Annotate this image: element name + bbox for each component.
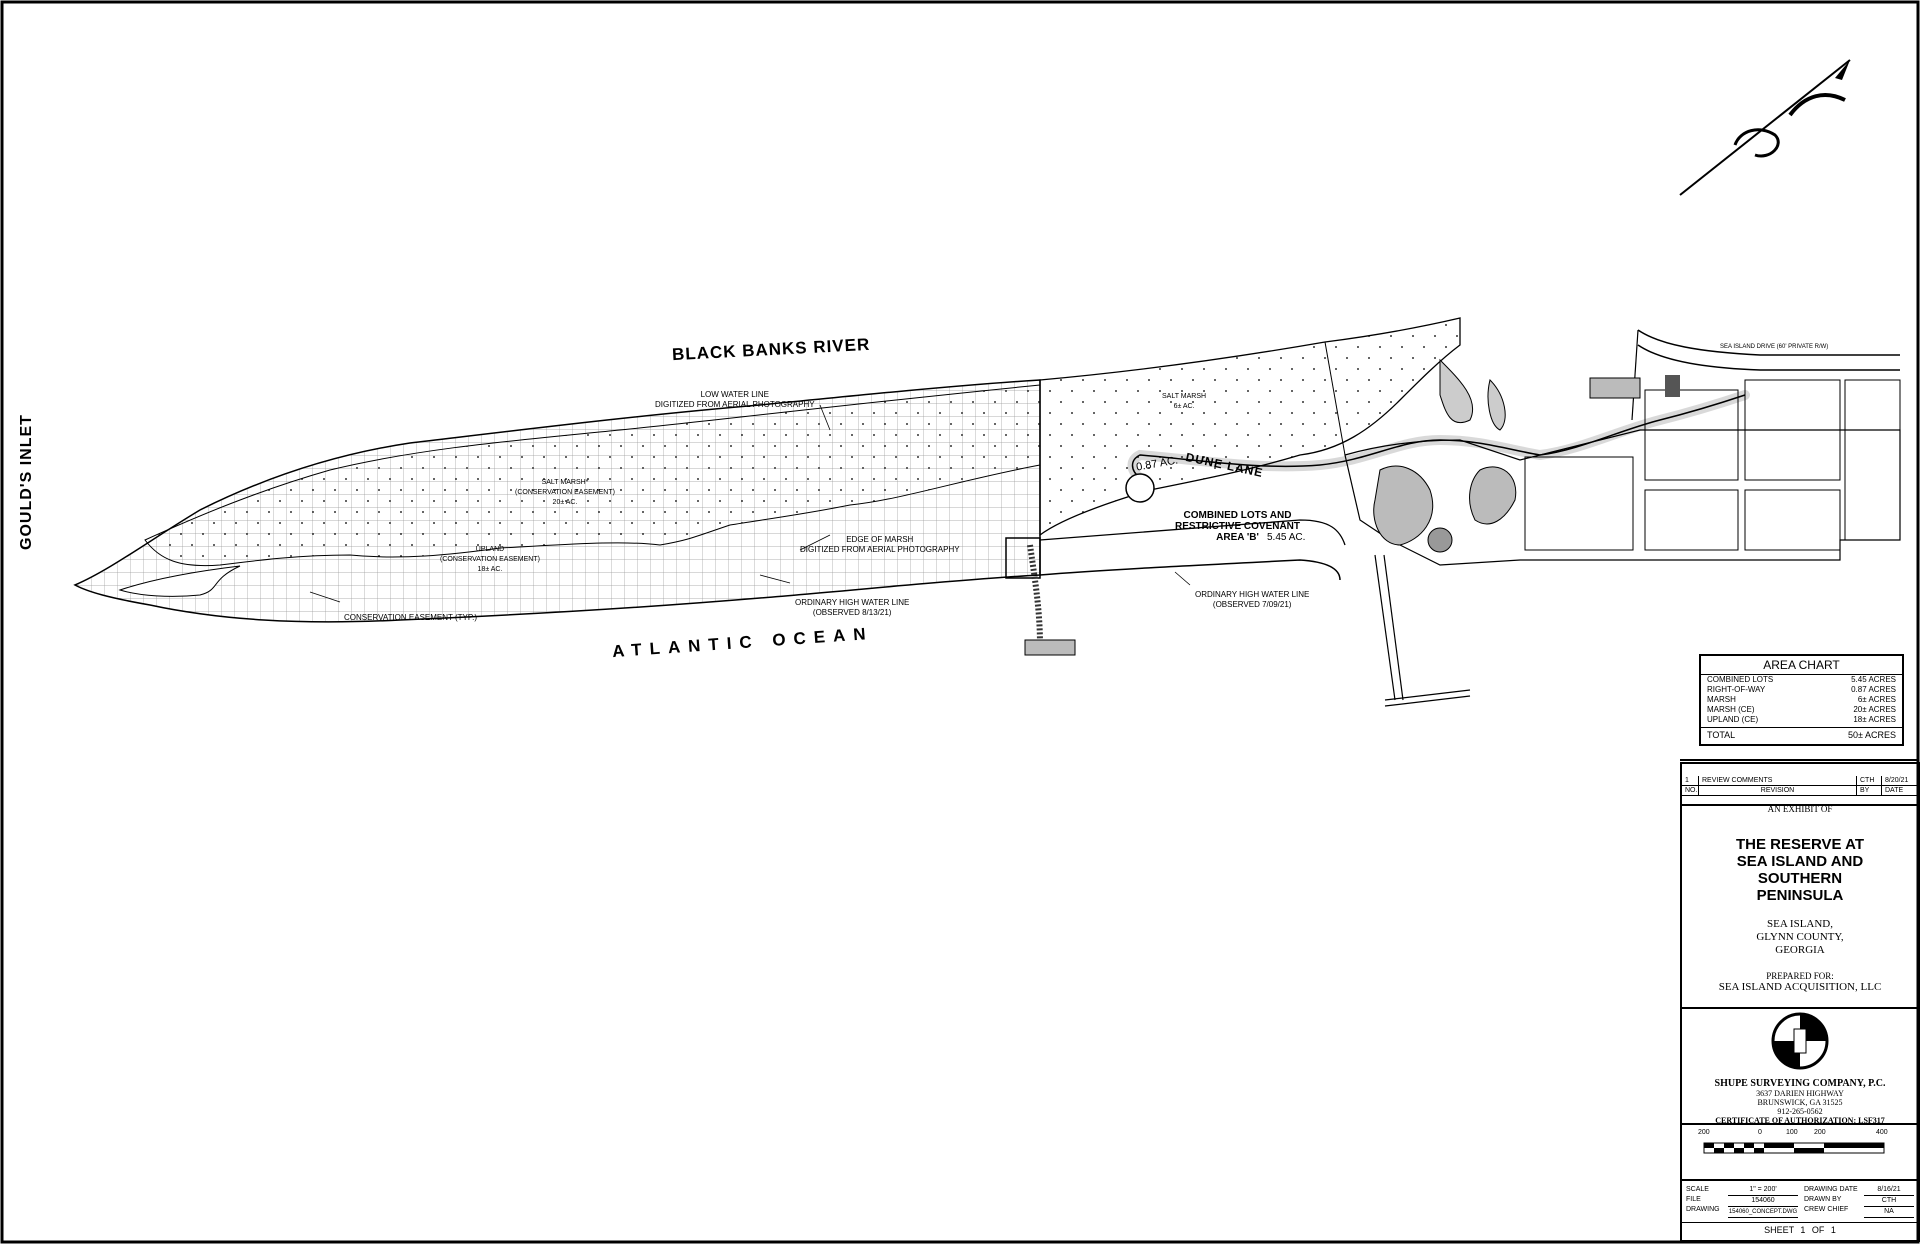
ohw-label-2: ORDINARY HIGH WATER LINE (OBSERVED 7/09/… xyxy=(1195,590,1310,609)
project-location: SEA ISLAND, GLYNN COUNTY, GEORGIA xyxy=(1756,918,1844,956)
revision-h-date: DATE xyxy=(1885,787,1904,794)
area-chart-row: MARSH 6± ACRES xyxy=(1701,695,1902,705)
scale-tick-label: 200 xyxy=(1698,1129,1710,1136)
title-block: AN EXHIBIT OF THE RESERVE AT SEA ISLAND … xyxy=(1680,802,1920,1009)
revision-h-rev: REVISION xyxy=(1699,786,1857,795)
area-row-value: 6± xyxy=(1857,695,1867,704)
salt-marsh-label: SALT MARSH 6± AC. xyxy=(1162,393,1207,410)
area-row-value-wrap: 5.45 ACRES xyxy=(1851,675,1896,685)
project-title: THE RESERVE AT SEA ISLAND AND SOUTHERN P… xyxy=(1735,836,1865,904)
area-total-value: 50± xyxy=(1848,730,1863,740)
edge-marsh-label: EDGE OF MARSH DIGITIZED FROM AERIAL PHOT… xyxy=(800,535,960,554)
area-row-value-wrap: 6± ACRES xyxy=(1858,695,1896,705)
firm-block: SHUPE SURVEYING COMPANY, P.C. 3637 DARIE… xyxy=(1680,1007,1920,1125)
revision-h-by: BY xyxy=(1857,786,1882,795)
area-row-name: COMBINED LOTS xyxy=(1707,675,1774,684)
area-chart-row: COMBINED LOTS 5.45 ACRES xyxy=(1701,675,1902,685)
marsh-ce-area xyxy=(144,384,1041,567)
scale-ticks: 200 0 100 200 400 xyxy=(1682,1129,1918,1141)
revision-date: 8/20/21 xyxy=(1885,777,1909,784)
upland-ce-label: UPLAND (CONSERVATION EASEMENT) 18± AC. xyxy=(440,546,540,573)
area-row-value: 20± xyxy=(1853,705,1867,714)
revision-block: 1 REVIEW COMMENTS CTH 8/20/21 NO. REVISI… xyxy=(1680,762,1920,806)
ohw-label-1: ORDINARY HIGH WATER LINE (OBSERVED 8/13/… xyxy=(795,598,910,617)
firm-certificate: CERTIFICATE OF AUTHORIZATION: LSF317 xyxy=(1715,1116,1885,1125)
ordinary-high-water-line xyxy=(1039,559,1341,581)
drawn-value: CTH xyxy=(1864,1196,1914,1207)
revision-by: CTH xyxy=(1857,776,1882,785)
scale-value: 1" = 200' xyxy=(1728,1185,1798,1196)
firm-logo-icon xyxy=(1771,1012,1829,1070)
scale-tick-label: 200 xyxy=(1814,1129,1826,1136)
scale-tick-label: 100 xyxy=(1786,1129,1798,1136)
north-arrow-icon xyxy=(1679,59,1851,196)
revision-h-no: NO. xyxy=(1682,786,1699,795)
sheet-number: SHEET 1 OF 1 xyxy=(1682,1222,1918,1235)
area-total: TOTAL 50± ACRES xyxy=(1701,727,1902,742)
combined-lots-acres: 5.45 AC. xyxy=(1267,532,1306,543)
firm-name: SHUPE SURVEYING COMPANY, P.C. xyxy=(1714,1078,1886,1089)
drawing-label: DRAWING xyxy=(1686,1206,1720,1213)
pier xyxy=(1027,544,1043,646)
file-value: 154060 xyxy=(1728,1196,1798,1207)
area-row-name: UPLAND (CE) xyxy=(1707,715,1759,724)
revision-desc: REVIEW COMMENTS xyxy=(1699,776,1857,785)
scale-bar-block: 200 0 100 200 400 xyxy=(1680,1123,1920,1181)
low-water-label: LOW WATER LINE DIGITIZED FROM AERIAL PHO… xyxy=(655,390,815,409)
area-chart-row: MARSH (CE) 20± ACRES xyxy=(1701,705,1902,715)
scale-bar xyxy=(1703,1142,1885,1154)
area-row-unit: ACRES xyxy=(1868,705,1896,714)
area-chart-row: UPLAND (CE) 18± ACRES xyxy=(1701,715,1902,725)
prepared-for-label: PREPARED FOR: xyxy=(1766,971,1834,981)
area-row-name: MARSH (CE) xyxy=(1707,705,1755,714)
area-row-value-wrap: 0.87 ACRES xyxy=(1851,685,1896,695)
revision-header: NO. REVISION BY DATE xyxy=(1682,786,1918,796)
area-row-unit: ACRES xyxy=(1868,715,1896,724)
drawn-label: DRAWN BY xyxy=(1804,1196,1842,1203)
scale-tick-label: 400 xyxy=(1876,1129,1888,1136)
scale-tick-label: 0 xyxy=(1758,1129,1762,1136)
area-total-unit: ACRES xyxy=(1864,730,1896,740)
client-name: SEA ISLAND ACQUISITION, LLC xyxy=(1718,981,1882,993)
date-value: 8/16/21 xyxy=(1864,1185,1914,1196)
sea-island-drive-label: SEA ISLAND DRIVE (60' PRIVATE R/W) xyxy=(1720,344,1829,350)
area-row-value: 0.87 xyxy=(1851,685,1867,694)
date-label: DRAWING DATE xyxy=(1804,1186,1858,1193)
area-row-unit: ACRES xyxy=(1868,685,1896,694)
area-row-name: MARSH xyxy=(1707,695,1736,704)
combined-lots-label: COMBINED LOTS AND RESTRICTIVE COVENANT A… xyxy=(1175,510,1301,543)
inlet-label: GOULD'S INLET xyxy=(18,414,35,550)
crew-value: NA xyxy=(1864,1207,1914,1218)
firm-address: 3637 DARIEN HIGHWAY BRUNSWICK, GA 31525 … xyxy=(1756,1089,1844,1116)
revision-row: 1 REVIEW COMMENTS CTH 8/20/21 xyxy=(1682,776,1918,786)
area-row-value: 5.45 xyxy=(1851,675,1867,684)
area-total-value-wrap: 50± ACRES xyxy=(1848,730,1896,740)
area-row-name: RIGHT-OF-WAY xyxy=(1707,685,1766,694)
scale-label: SCALE xyxy=(1686,1186,1709,1193)
upland-area xyxy=(118,565,241,597)
crew-label: CREW CHIEF xyxy=(1804,1206,1849,1213)
file-label: FILE xyxy=(1686,1196,1701,1203)
drawing-value: 154060_CONCEPT.DWG xyxy=(1728,1207,1798,1218)
area-chart-row: RIGHT-OF-WAY 0.87 ACRES xyxy=(1701,685,1902,695)
revision-no: 1 xyxy=(1682,776,1699,785)
area-row-value-wrap: 18± ACRES xyxy=(1853,715,1896,725)
conservation-easement-label: CONSERVATION EASEMENT (TYP.) xyxy=(344,613,478,622)
exhibit-label: AN EXHIBIT OF xyxy=(1767,804,1833,814)
area-row-unit: ACRES xyxy=(1868,675,1896,684)
drawing-info-block: SCALE FILE DRAWING 1" = 200' 154060 1540… xyxy=(1680,1179,1920,1242)
area-row-value-wrap: 20± ACRES xyxy=(1853,705,1896,715)
salt-marsh-ce-label: SALT MARSH* (CONSERVATION EASEMENT) 20± … xyxy=(515,479,615,506)
area-chart-title: AREA CHART xyxy=(1701,656,1902,675)
area-total-label: TOTAL xyxy=(1707,730,1736,740)
area-row-unit: ACRES xyxy=(1868,695,1896,704)
area-row-value: 18± xyxy=(1853,715,1867,724)
development-area xyxy=(1344,429,1901,566)
